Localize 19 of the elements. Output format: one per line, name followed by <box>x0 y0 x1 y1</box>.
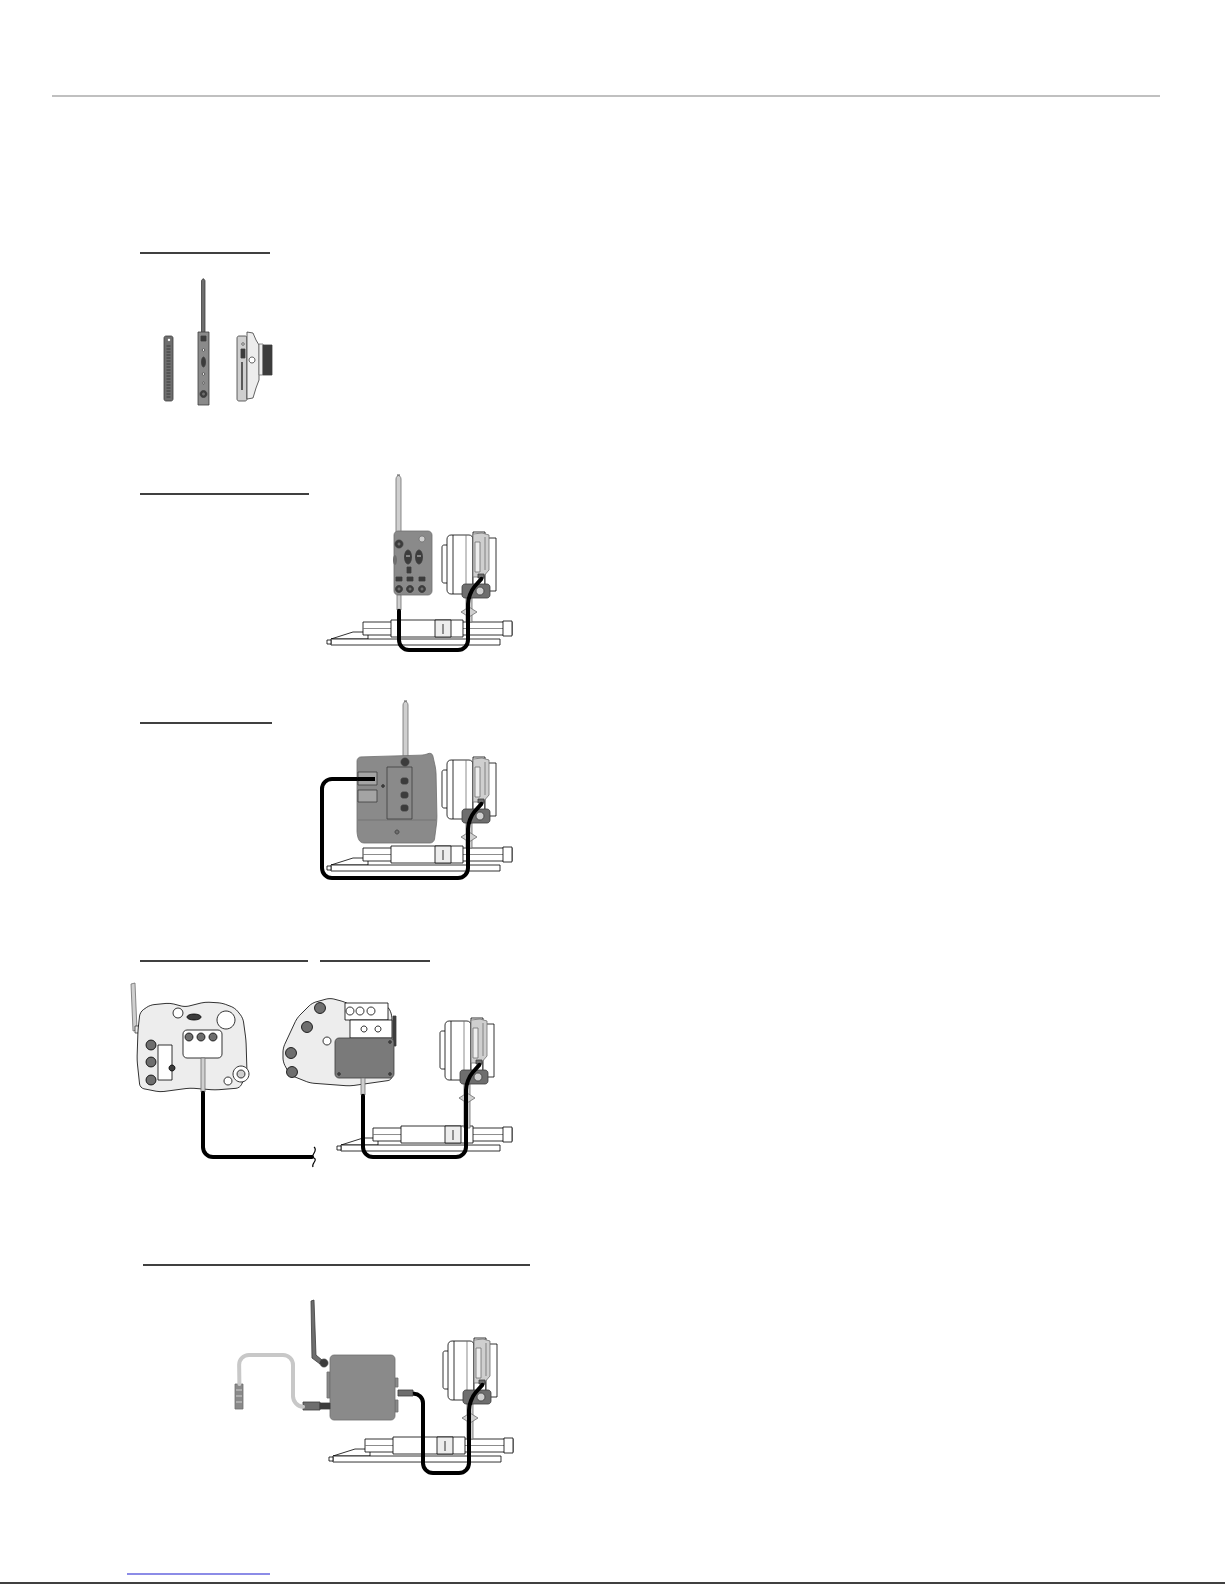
bracket-module-drawing <box>236 331 273 402</box>
cable-plug-drawing <box>234 1383 244 1410</box>
lens-motor-drawing <box>473 1338 491 1385</box>
cable <box>397 576 484 652</box>
lens-motor-drawing <box>472 532 490 579</box>
lens-motor-drawing <box>472 757 490 804</box>
control-box-drawing <box>302 1299 414 1421</box>
ribbed-handle-drawing <box>163 335 174 402</box>
cable <box>237 1353 305 1409</box>
camera-body-drawing <box>282 998 397 1096</box>
cable <box>411 1382 485 1475</box>
cable <box>361 1062 482 1159</box>
control-box-drawing <box>356 700 438 844</box>
control-unit-drawing <box>393 474 433 611</box>
lens-motor-drawing <box>470 1018 488 1065</box>
cable <box>320 777 484 880</box>
camera-body-drawing <box>130 982 250 1093</box>
cable <box>201 1090 314 1159</box>
antenna-module-drawing <box>197 278 210 406</box>
